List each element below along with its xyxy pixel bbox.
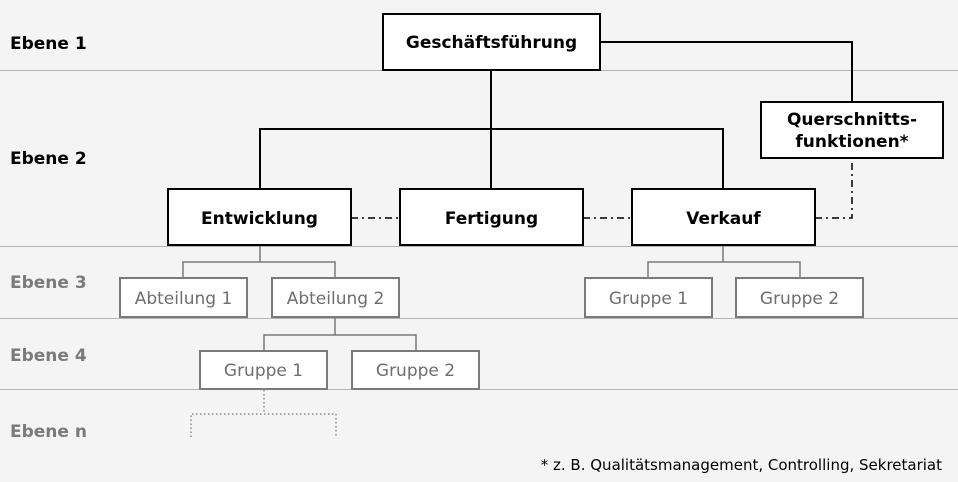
level-label-4: Ebene 4 <box>10 346 87 366</box>
box-verkauf-gruppe-1: Gruppe 1 <box>584 277 713 318</box>
box-abteilung-2-frame <box>271 277 400 318</box>
box-level4-gruppe-1: Gruppe 1 <box>199 350 328 390</box>
connector-top-to-cross <box>600 41 853 102</box>
connector-abteilungen-bus <box>182 261 336 278</box>
box-verkauf-gruppe-2: Gruppe 2 <box>735 277 864 318</box>
primary-connectors <box>259 41 853 189</box>
level-label-3: Ebene 3 <box>10 273 87 293</box>
box-geschaeftsfuehrung-frame <box>382 13 601 71</box>
box-level4-gruppe-2-label: Gruppe 2 <box>376 361 455 381</box>
box-fertigung-label: Fertigung <box>445 209 538 229</box>
box-querschnittsfunktionen-line1: Querschnitts- <box>787 110 917 130</box>
box-entwicklung: Entwicklung <box>167 188 352 246</box>
box-abteilung-2-label: Abteilung 2 <box>287 289 385 309</box>
dotted-continuation <box>190 390 337 437</box>
secondary-connectors <box>182 246 801 351</box>
level-label-2: Ebene 2 <box>10 149 87 169</box>
box-abteilung-1: Abteilung 1 <box>119 277 248 318</box>
connector-verkauf-gruppen-bus <box>647 261 801 278</box>
connector-level4-gruppen-bus <box>263 334 417 351</box>
box-verkauf-gruppe-1-label: Gruppe 1 <box>609 289 688 309</box>
coordination-connectors <box>351 158 853 219</box>
box-level4-gruppe-2: Gruppe 2 <box>351 350 480 390</box>
level-label-n: Ebene n <box>10 422 87 442</box>
box-level4-gruppe-1-label: Gruppe 1 <box>224 361 303 381</box>
box-level4-gruppe-2-frame <box>351 350 480 390</box>
dotted-bus <box>190 413 337 437</box>
box-entwicklung-frame <box>167 188 352 246</box>
box-verkauf-gruppe-2-frame <box>735 277 864 318</box>
footnote: * z. B. Qualitätsmanagement, Controlling… <box>541 456 942 474</box>
box-fertigung-frame <box>399 188 584 246</box>
box-querschnittsfunktionen-line2: funktionen* <box>795 132 908 152</box>
box-abteilung-1-frame <box>119 277 248 318</box>
connector-level2-bus <box>259 128 724 189</box>
box-verkauf-gruppe-2-label: Gruppe 2 <box>760 289 839 309</box>
box-verkauf-frame <box>631 188 816 246</box>
box-querschnittsfunktionen-frame <box>760 101 944 159</box>
box-verkauf-gruppe-1-frame <box>584 277 713 318</box>
box-level4-gruppe-1-frame <box>199 350 328 390</box>
level-label-1: Ebene 1 <box>10 34 87 54</box>
box-fertigung: Fertigung <box>399 188 584 246</box>
link-verkauf-cross <box>815 158 853 219</box>
box-abteilung-1-label: Abteilung 1 <box>135 289 233 309</box>
box-verkauf: Verkauf <box>631 188 816 246</box>
box-geschaeftsfuehrung: Geschäftsführung <box>382 13 601 71</box>
box-abteilung-2: Abteilung 2 <box>271 277 400 318</box>
box-querschnittsfunktionen: Querschnitts- funktionen* <box>760 101 944 159</box>
box-verkauf-label: Verkauf <box>686 209 761 229</box>
box-geschaeftsfuehrung-label: Geschäftsführung <box>406 33 577 53</box>
box-entwicklung-label: Entwicklung <box>201 209 318 229</box>
